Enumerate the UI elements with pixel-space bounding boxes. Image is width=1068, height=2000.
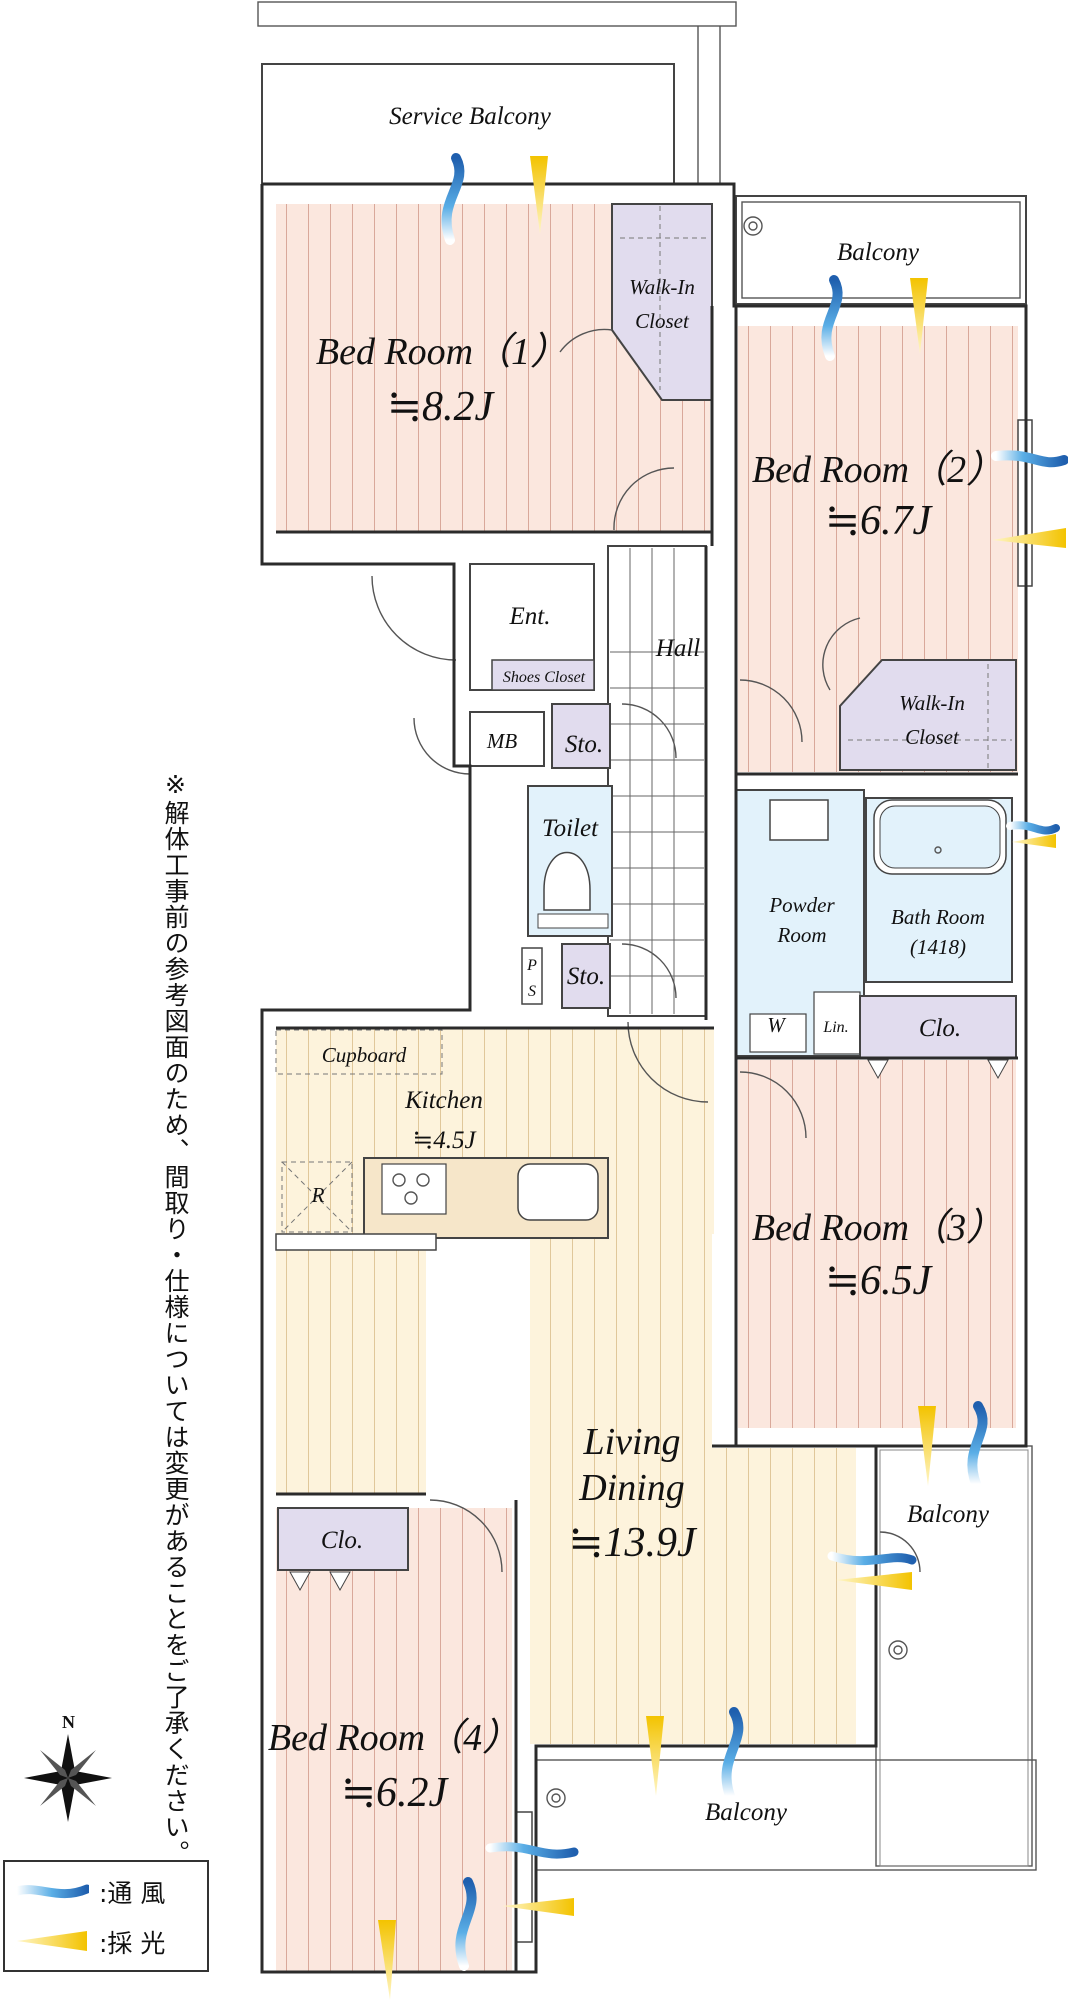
light-indicator bbox=[992, 528, 1066, 548]
balcony-bottom-label: Balcony bbox=[705, 1799, 788, 1826]
storage-1-label: Sto. bbox=[565, 731, 603, 758]
bed-room-4-label: Bed Room（4） bbox=[268, 1717, 520, 1759]
pipe-space-label-2: S bbox=[528, 983, 536, 1000]
light-indicator bbox=[918, 1406, 936, 1486]
balcony-top-label: Balcony bbox=[837, 239, 920, 266]
bed-room-2 bbox=[738, 326, 1033, 772]
airflow-and-light-indicators bbox=[378, 153, 1068, 2000]
service-balcony-label: Service Balcony bbox=[389, 103, 552, 130]
light-indicator bbox=[378, 1920, 396, 2000]
wind-indicator bbox=[1006, 821, 1060, 835]
kitchen-label: Kitchen bbox=[404, 1087, 483, 1114]
wind-indicator bbox=[485, 1842, 579, 1859]
balcony-right-label: Balcony bbox=[907, 1501, 990, 1528]
living-dining-area: ≒13.9J bbox=[568, 1520, 698, 1566]
bed-room-3-area: ≒6.5J bbox=[825, 1258, 934, 1304]
storage-2-label: Sto. bbox=[567, 963, 605, 990]
light-indicator bbox=[646, 1716, 664, 1796]
wind-icon bbox=[15, 1884, 89, 1899]
north-label: N bbox=[62, 1712, 75, 1732]
cupboard-label: Cupboard bbox=[322, 1043, 407, 1067]
dining-label: Dining bbox=[578, 1467, 685, 1509]
bed-room-2-label: Bed Room（2） bbox=[752, 449, 1004, 491]
wind-indicator bbox=[967, 1401, 988, 1489]
wind-indicator bbox=[821, 275, 843, 361]
linen-label: Lin. bbox=[822, 1019, 848, 1036]
washer-label: W bbox=[767, 1013, 787, 1037]
wind-indicator bbox=[721, 1707, 744, 1801]
light-indicator bbox=[530, 156, 548, 234]
entrance-and-hall bbox=[371, 545, 707, 1017]
closet-left-label: Clo. bbox=[321, 1527, 363, 1554]
room-labels: Service Balcony Bed Room（1） ≒8.2J Walk-I… bbox=[268, 103, 1004, 1826]
walk-in-closet-2-label: Walk-In bbox=[899, 691, 965, 715]
toilet-label: Toilet bbox=[542, 815, 599, 842]
meter-box-label: MB bbox=[486, 729, 517, 753]
powder-room-label-2: Room bbox=[777, 923, 827, 947]
closet-right-label: Clo. bbox=[919, 1015, 961, 1042]
bed-room-3 bbox=[738, 1059, 1016, 1428]
walk-in-closet-2-label-2: Closet bbox=[905, 725, 960, 749]
bath-room-size: (1418) bbox=[910, 935, 966, 959]
walls bbox=[260, 182, 1028, 1974]
bed-room-3-label: Bed Room（3） bbox=[752, 1207, 1004, 1249]
legend: :通 風 :採 光 bbox=[3, 1860, 209, 1972]
bed-room-1-label: Bed Room（1） bbox=[316, 331, 568, 373]
legend-light-label: :採 光 bbox=[99, 1929, 166, 1958]
wind-indicator bbox=[455, 1877, 477, 1971]
shoes-closet-label: Shoes Closet bbox=[503, 669, 586, 686]
compass-icon bbox=[24, 1734, 112, 1822]
entrance-label: Ent. bbox=[509, 603, 551, 630]
service-balcony bbox=[257, 1, 737, 185]
light-indicator bbox=[1012, 834, 1056, 848]
light-indicator bbox=[910, 278, 928, 354]
wind-indicator bbox=[991, 450, 1068, 468]
wet-area bbox=[735, 789, 1017, 1059]
disclaimer-note: ※解体工事前の参考図面のため、間取り・仕様については変更があることをご了承くださ… bbox=[161, 770, 190, 1866]
wind-indicator bbox=[827, 1551, 917, 1566]
balcony-top-right bbox=[735, 195, 1027, 305]
powder-room-label: Powder bbox=[768, 893, 835, 917]
bed-room-2-area: ≒6.7J bbox=[825, 498, 934, 544]
walk-in-closet-1-label-2: Closet bbox=[635, 309, 690, 333]
light-indicator bbox=[502, 1898, 574, 1916]
bed-room-1 bbox=[276, 203, 713, 532]
living-label: Living bbox=[582, 1421, 680, 1463]
refrigerator-label: R bbox=[311, 1183, 325, 1207]
legend-wind-label: :通 風 bbox=[99, 1879, 166, 1908]
pipe-space-label: P bbox=[526, 957, 537, 974]
legend-light-row: :採 光 bbox=[15, 1922, 165, 1962]
living-dining-kitchen bbox=[275, 1021, 856, 1744]
light-icon bbox=[17, 1931, 87, 1951]
wind-indicator bbox=[441, 153, 465, 245]
bed-room-4-area: ≒6.2J bbox=[341, 1770, 450, 1816]
hall-label: Hall bbox=[655, 635, 701, 662]
legend-wind-row: :通 風 bbox=[15, 1872, 165, 1912]
bath-room-label: Bath Room bbox=[891, 905, 985, 929]
kitchen-area: ≒4.5J bbox=[412, 1127, 477, 1154]
bed-room-1-area: ≒8.2J bbox=[387, 384, 496, 430]
walk-in-closet-1-label: Walk-In bbox=[629, 275, 695, 299]
light-indicator bbox=[836, 1572, 912, 1590]
